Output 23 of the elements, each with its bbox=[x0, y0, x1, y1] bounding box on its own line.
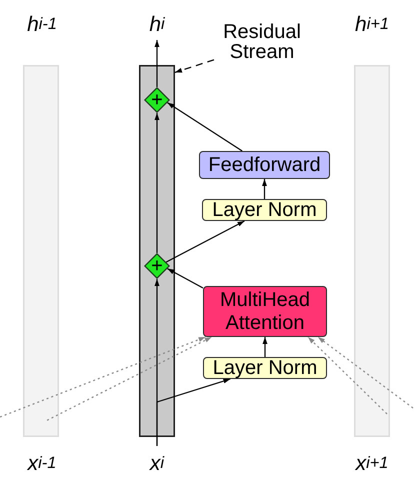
arrow bbox=[154, 40, 160, 87]
dotted-arrow bbox=[0, 336, 206, 418]
arrow bbox=[262, 337, 268, 357]
layer-norm-box: Layer Norm bbox=[202, 199, 327, 221]
layer-norm-box: Layer Norm bbox=[203, 357, 327, 379]
attention-box: MultiHead Attention bbox=[203, 286, 327, 337]
neighbor-column bbox=[354, 65, 390, 437]
dotted-arrow bbox=[46, 336, 212, 421]
add-diamond: + bbox=[144, 87, 170, 113]
dotted-arrow bbox=[308, 336, 388, 414]
arrow bbox=[166, 220, 245, 263]
dotted-arrow bbox=[318, 336, 414, 408]
neighbor-column bbox=[23, 65, 59, 437]
arrow bbox=[167, 268, 204, 288]
arrow bbox=[262, 179, 267, 199]
arrow bbox=[154, 113, 160, 253]
feedforward-box: Feedforward bbox=[199, 151, 330, 179]
callout-text: Residual Stream bbox=[214, 22, 310, 64]
residual-stream-column bbox=[139, 65, 175, 437]
arrow bbox=[167, 102, 243, 152]
add-diamond: + bbox=[144, 253, 170, 279]
leader-arrow bbox=[174, 59, 214, 73]
arrow bbox=[156, 378, 230, 446]
